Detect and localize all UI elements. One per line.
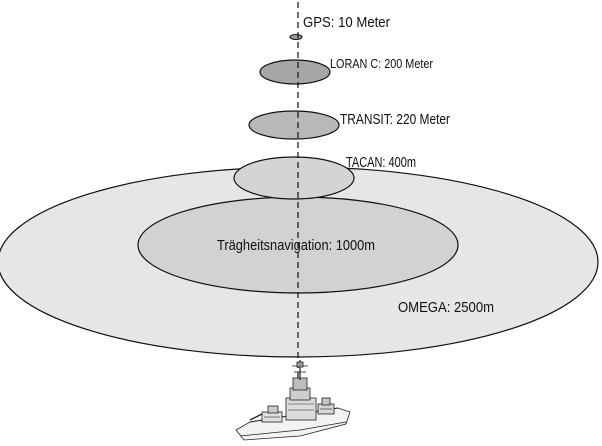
gps-ellipse <box>289 34 303 40</box>
loran-ellipse <box>259 59 331 85</box>
tacan-ellipse <box>233 156 355 200</box>
gps-label: GPS: 10 Meter <box>303 14 390 31</box>
tacan-label: TACAN: 400m <box>346 154 416 171</box>
transit-label: TRANSIT: 220 Meter <box>340 111 450 128</box>
transit-ellipse <box>248 110 340 140</box>
inertial-label: Trägheitsnavigation: 1000m <box>217 237 375 254</box>
loran-label: LORAN C: 200 Meter <box>330 56 434 71</box>
warship-icon <box>235 360 351 441</box>
omega-label: OMEGA: 2500m <box>398 299 494 316</box>
